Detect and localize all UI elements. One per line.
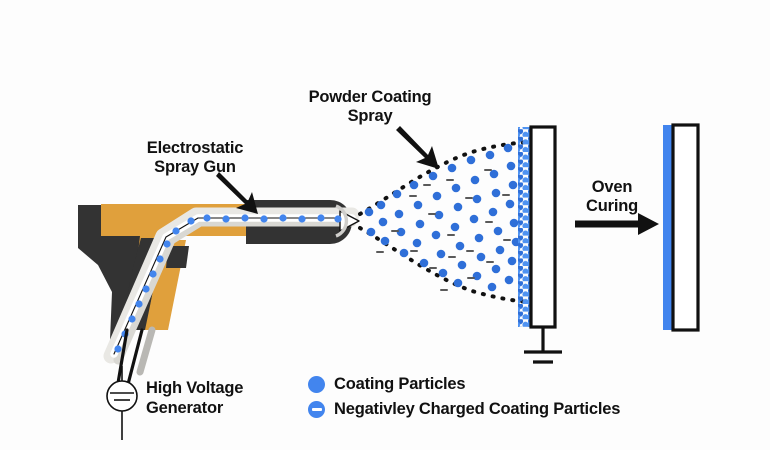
cured-panel-body (671, 123, 700, 332)
legend-negative-particle-icon (308, 401, 325, 418)
panel-wet-coating (518, 127, 532, 327)
label-powder-coating-spray: Powder Coating Spray (308, 88, 432, 125)
cured-panel-group (663, 123, 700, 332)
legend-item-coating-particles: Coating Particles (308, 375, 466, 394)
panel-ground-symbol (524, 327, 562, 364)
spray-cone-group (358, 140, 531, 304)
gun-hv-cable-gray (136, 326, 156, 376)
airborne-particles (364, 143, 521, 292)
cured-panel-coating (663, 125, 673, 330)
gun-nozzle-collar (335, 204, 349, 238)
spray-cone-upper-boundary (358, 140, 531, 216)
gun-hv-cable-b (124, 328, 144, 394)
legend-item-label: Negativley Charged Coating Particles (334, 400, 621, 418)
label-oven-curing: Oven Curing (586, 178, 638, 215)
spray-gun-callout-arrow (216, 172, 258, 214)
gun-powder-tube-outer-2 (113, 217, 357, 365)
label-high-voltage-generator: High Voltage Generator (146, 379, 244, 417)
gun-trigger (166, 246, 189, 268)
high-voltage-generator-symbol (106, 366, 138, 440)
spray-gun-group (78, 200, 360, 397)
legend-item-negatively-charged-particles: Negativley Charged Coating Particles (308, 400, 620, 419)
grounded-panel-body (529, 125, 557, 329)
legend-coating-particle-icon (308, 376, 325, 393)
label-electrostatic-spray-gun: Electrostatic Spray Gun (146, 139, 244, 176)
coated-panel-group (518, 125, 562, 364)
oven-curing-arrow (575, 213, 659, 235)
powder-spray-callout-arrow (396, 126, 439, 169)
legend-item-label: Coating Particles (334, 375, 466, 393)
negative-charge-marks (376, 169, 511, 291)
gun-charge-line (113, 217, 353, 355)
